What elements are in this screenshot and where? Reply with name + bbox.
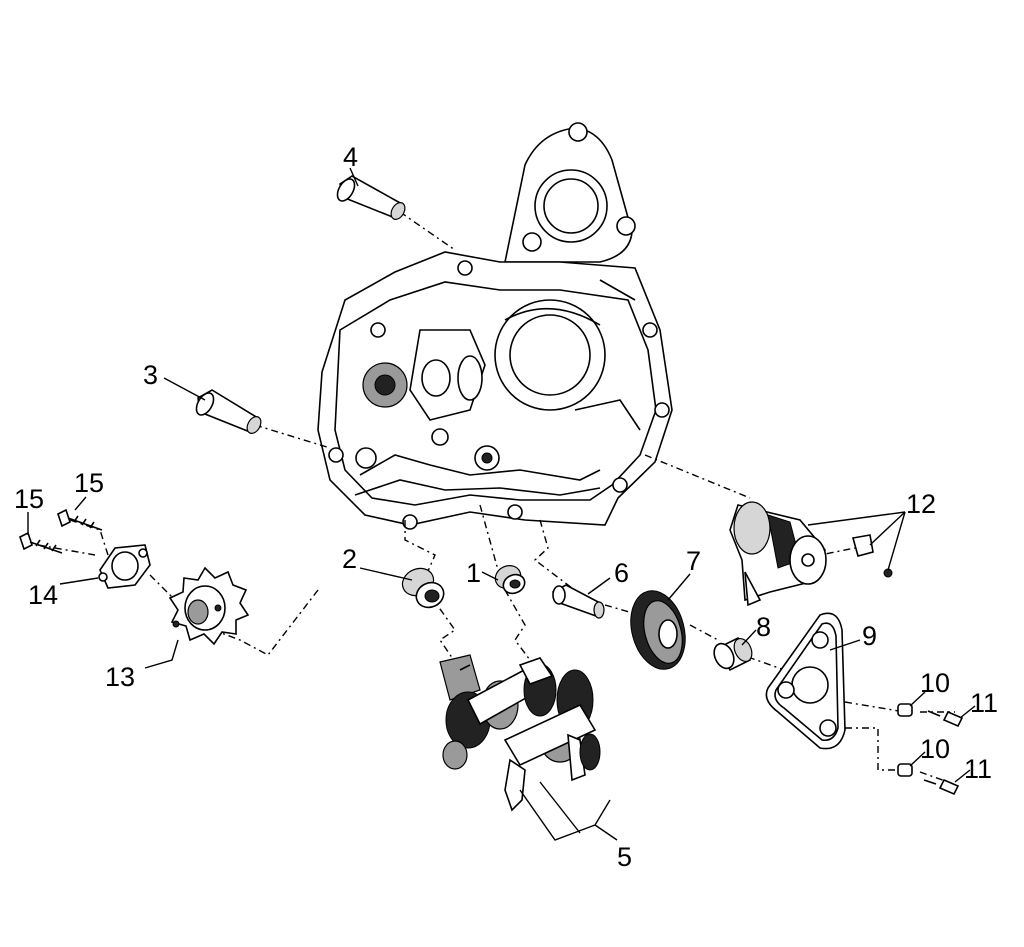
label-6: 6 — [614, 558, 629, 588]
label-2: 2 — [342, 544, 357, 574]
bolt-10-upper — [897, 703, 913, 717]
part-labels: 4 3 2 1 6 7 8 9 10 11 10 11 12 5 13 14 1… — [14, 142, 998, 872]
gear-7 — [630, 590, 686, 670]
assembly-lines — [37, 211, 955, 783]
bolt-11-lower — [923, 778, 960, 796]
label-5: 5 — [617, 842, 632, 872]
label-12: 12 — [906, 489, 936, 519]
label-11-upper: 11 — [970, 688, 998, 718]
bolt-10-lower — [897, 763, 913, 777]
label-3: 3 — [143, 360, 158, 390]
label-13: 13 — [105, 662, 135, 692]
label-15-right: 15 — [74, 468, 104, 498]
label-9: 9 — [862, 621, 877, 651]
lock-plate-14 — [98, 544, 151, 589]
dowel-pin-3 — [195, 389, 262, 434]
shaft-6 — [551, 584, 605, 619]
transmission-5 — [439, 654, 601, 812]
leader-lines — [27, 167, 976, 841]
bushing-8 — [713, 636, 753, 672]
label-14: 14 — [28, 580, 58, 610]
shift-drum-12 — [729, 501, 893, 607]
label-8: 8 — [756, 612, 771, 642]
plate-9 — [765, 612, 846, 750]
bolt-15-right — [57, 508, 103, 531]
label-1: 1 — [466, 558, 481, 588]
bearing-2 — [401, 567, 445, 609]
label-11-lower: 11 — [964, 754, 992, 784]
bearing-1 — [494, 565, 526, 595]
label-10-upper: 10 — [920, 668, 950, 698]
dowel-pin-4 — [336, 175, 406, 220]
bolt-15-left — [19, 531, 63, 554]
label-15-left: 15 — [14, 484, 44, 514]
crankcase — [317, 122, 673, 530]
sprocket-13 — [168, 566, 250, 646]
bolt-11-upper — [927, 710, 964, 728]
label-7: 7 — [686, 546, 701, 576]
label-4: 4 — [343, 142, 358, 172]
label-10-lower: 10 — [920, 734, 950, 764]
